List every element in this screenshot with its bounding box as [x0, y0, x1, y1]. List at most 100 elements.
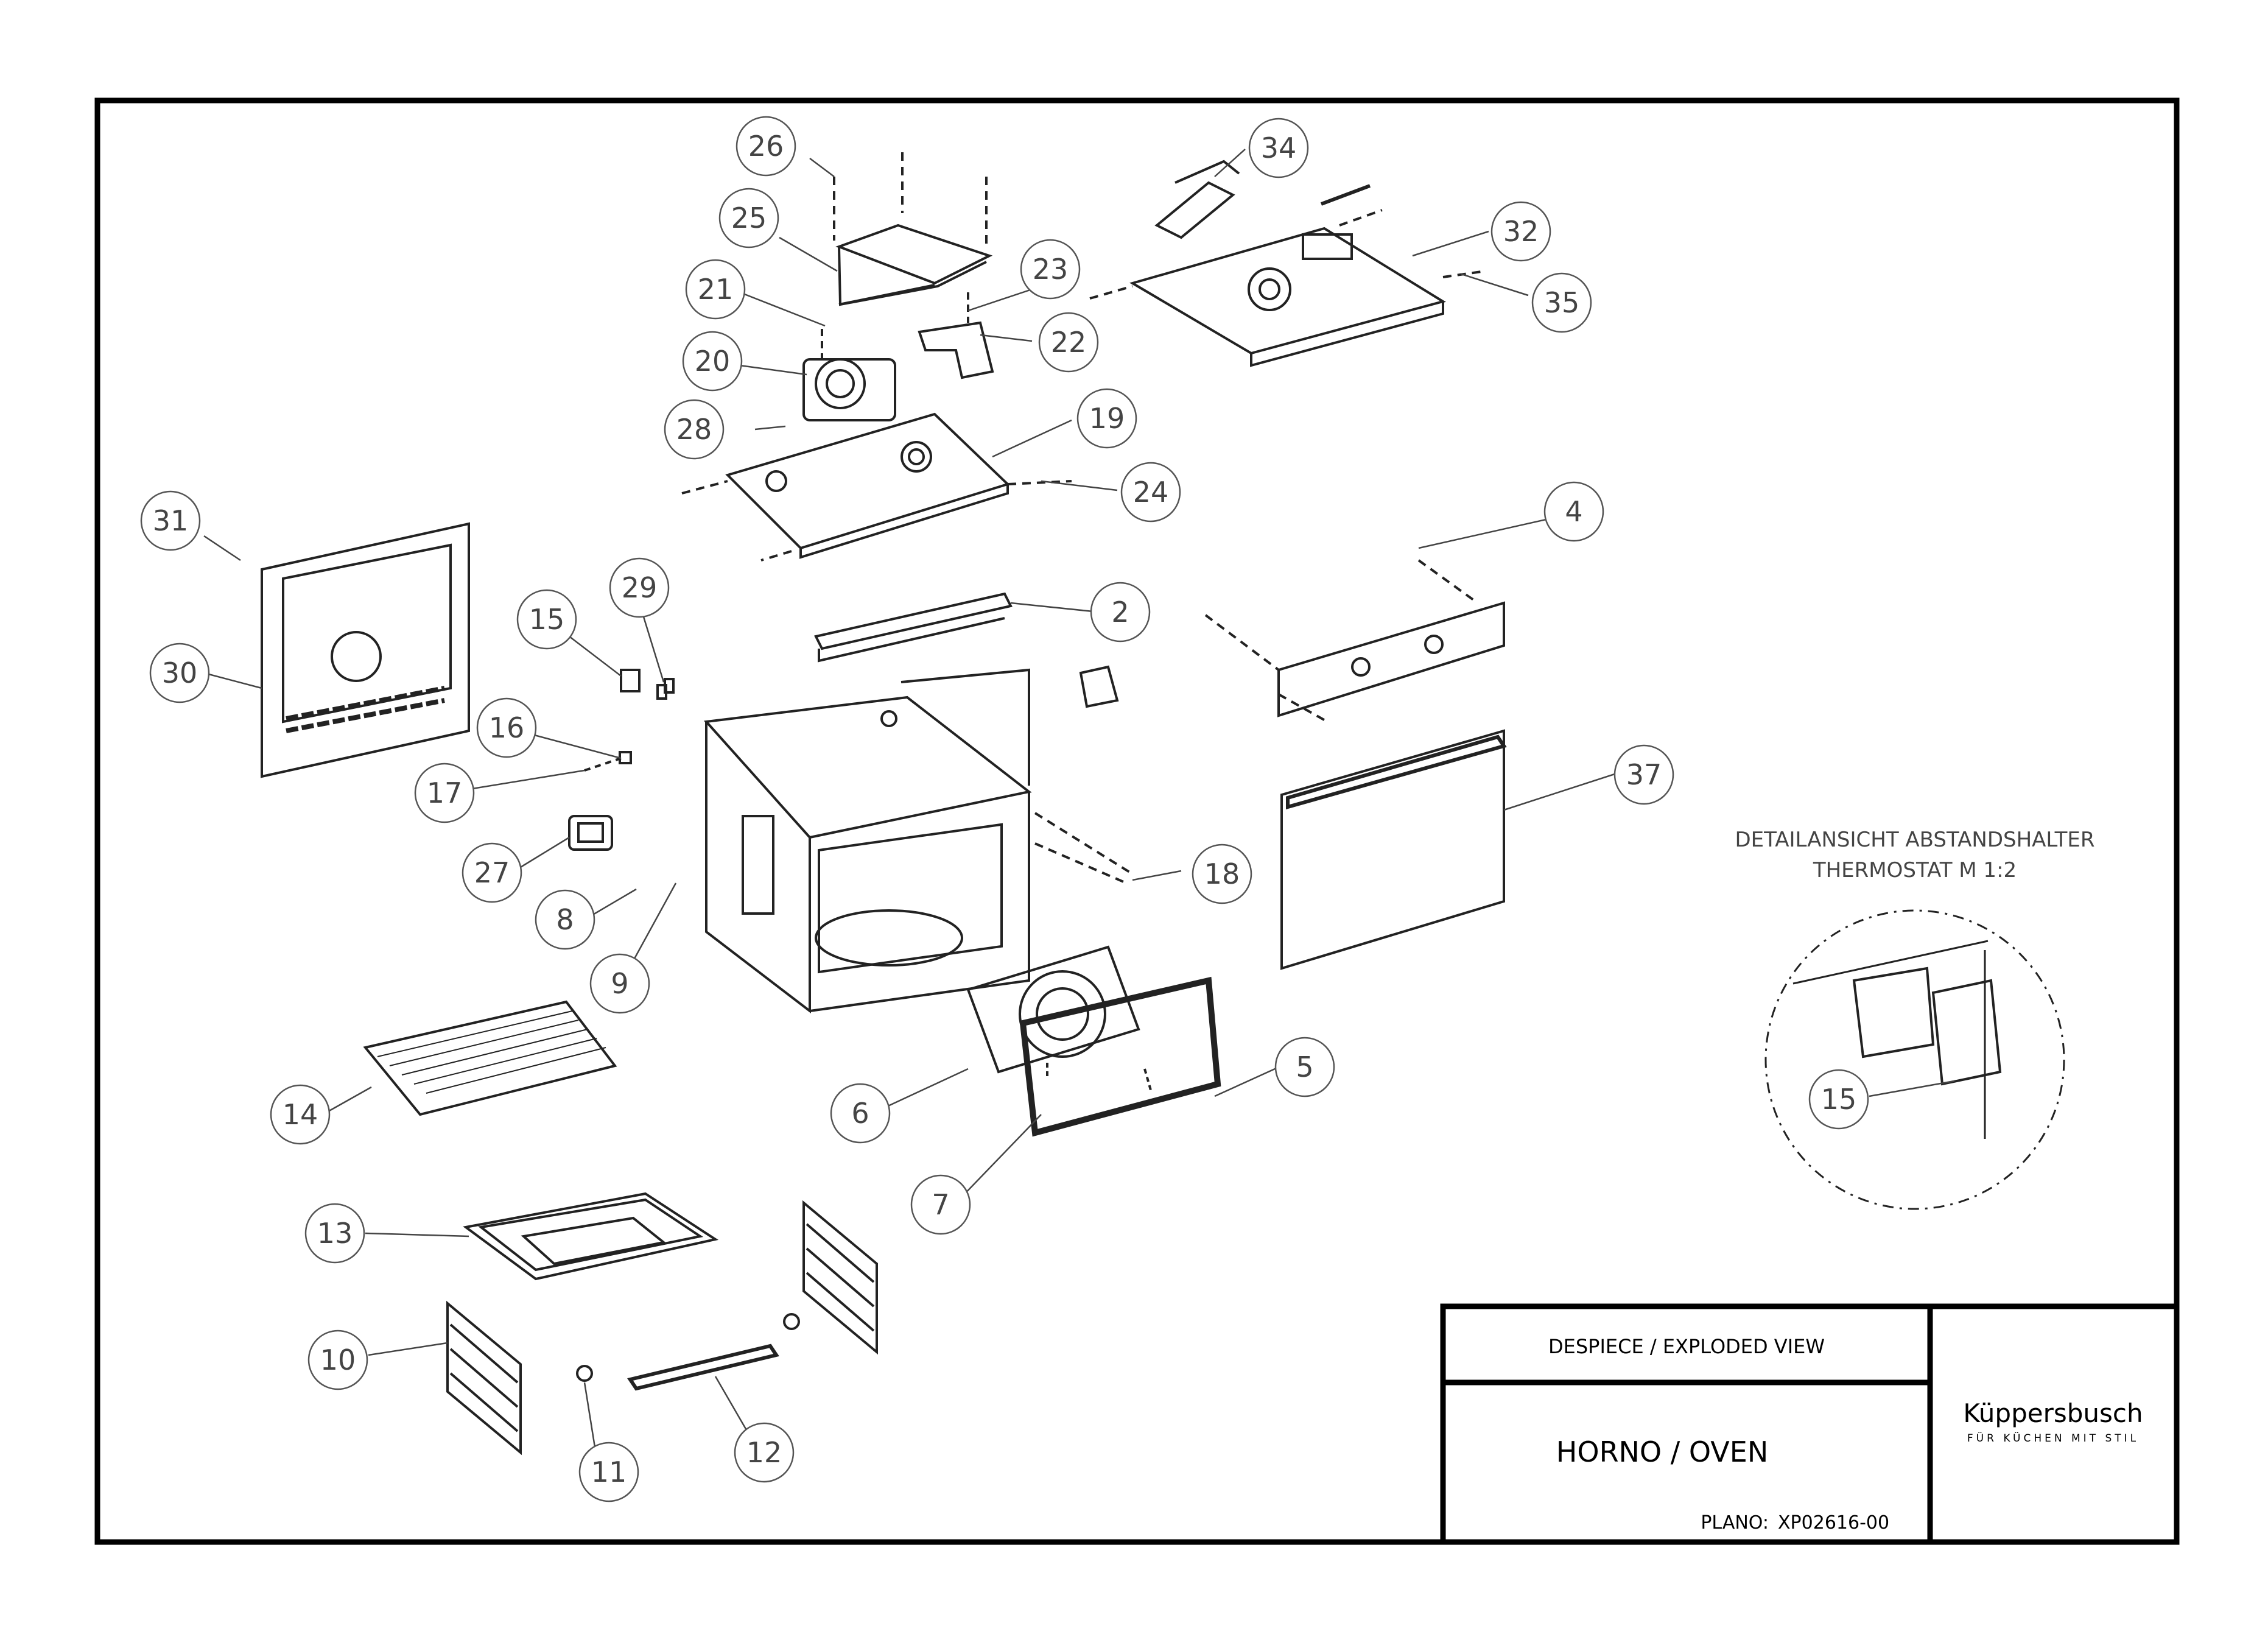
control-panel — [1204, 559, 1505, 723]
balloon-32-label: 32 — [1503, 215, 1539, 248]
balloon-8: 8 — [535, 889, 595, 950]
detail-view-circle — [1764, 909, 2065, 1210]
balloon-37-label: 37 — [1626, 758, 1662, 791]
balloon-17-label: 17 — [427, 777, 463, 809]
part-12-bottom-trim — [627, 1343, 779, 1391]
balloon-34: 34 — [1248, 118, 1309, 178]
balloon-11: 11 — [578, 1442, 639, 1502]
title-block-plano-number: XP02616-00 — [1778, 1512, 1889, 1534]
balloon-17: 17 — [414, 762, 475, 823]
part-bracket-small — [1079, 665, 1119, 708]
drawing-frame — [94, 97, 2180, 1545]
title-block-plano-label: PLANO: — [1701, 1512, 1769, 1534]
part-34-heating-element — [1154, 160, 1371, 239]
balloon-18-label: 18 — [1204, 857, 1240, 890]
balloon-35-label: 35 — [1544, 286, 1580, 319]
balloon-15-label: 15 — [529, 603, 565, 636]
balloon-11-label: 11 — [591, 1456, 627, 1488]
parts-artwork — [261, 152, 2065, 1456]
balloon-21: 21 — [685, 259, 746, 320]
balloon-18: 18 — [1192, 843, 1252, 904]
balloon-5: 5 — [1274, 1037, 1335, 1097]
balloon-26-label: 26 — [748, 130, 784, 163]
balloon-30: 30 — [149, 643, 210, 703]
part-2-rail — [814, 592, 1013, 663]
balloon-29: 29 — [609, 557, 670, 618]
part-20-fan-motor — [802, 329, 896, 421]
balloon-15: 15 — [516, 589, 577, 650]
oven-cavity — [703, 668, 1032, 1014]
part-15-clip — [620, 669, 641, 692]
title-block: DESPIECE / EXPLODED VIEW HORNO / OVEN PL… — [1440, 1303, 2180, 1545]
balloon-19-label: 19 — [1089, 402, 1125, 435]
balloon-5-label: 5 — [1296, 1051, 1313, 1083]
balloon-26: 26 — [736, 116, 796, 177]
balloon-28: 28 — [664, 399, 725, 460]
balloon-23-label: 23 — [1033, 253, 1069, 286]
balloon-22: 22 — [1038, 312, 1099, 373]
part-11-foot — [576, 1313, 800, 1382]
part-30-back-panel — [261, 522, 470, 778]
balloon-4: 4 — [1543, 481, 1604, 542]
balloon-22-label: 22 — [1051, 326, 1087, 359]
balloon-28-label: 28 — [676, 413, 712, 446]
balloon-7: 7 — [910, 1174, 971, 1235]
part-32-top-panel — [1089, 209, 1486, 367]
balloon-6-label: 6 — [851, 1097, 869, 1130]
balloon-30-label: 30 — [162, 657, 198, 689]
balloon-4-label: 4 — [1565, 495, 1582, 528]
balloon-32: 32 — [1490, 201, 1551, 262]
part-13-baking-tray — [463, 1192, 719, 1281]
part-14-oven-rack — [363, 1000, 617, 1116]
balloon-detail-15: 15 — [1808, 1069, 1869, 1130]
balloon-detail-15-label: 15 — [1821, 1083, 1857, 1116]
balloon-20: 20 — [682, 331, 743, 392]
balloon-10-label: 10 — [320, 1343, 356, 1376]
balloon-31: 31 — [140, 490, 201, 551]
title-block-view-label: DESPIECE / EXPLODED VIEW — [1548, 1335, 1825, 1358]
balloon-37: 37 — [1613, 744, 1674, 805]
brand-logo-wordmark: Küppersbusch — [1963, 1398, 2143, 1428]
part-25-cover-plate — [833, 152, 993, 306]
balloon-2: 2 — [1090, 582, 1151, 643]
balloon-20-label: 20 — [695, 345, 731, 378]
part-29-screws — [656, 678, 675, 700]
balloon-25-label: 25 — [731, 202, 767, 234]
balloon-10: 10 — [307, 1329, 368, 1390]
balloon-8-label: 8 — [556, 903, 574, 936]
part-5-door-gasket — [1019, 976, 1221, 1137]
balloon-29-label: 29 — [622, 571, 658, 604]
balloon-13: 13 — [304, 1203, 365, 1264]
balloon-27-label: 27 — [474, 856, 510, 889]
part-19-mounting-plate — [681, 412, 1072, 562]
leader-lines — [203, 149, 1955, 1459]
detail-caption-line2: THERMOSTAT M 1:2 — [1813, 858, 2017, 882]
detail-caption-line1: DETAILANSICHT ABSTANDSHALTER — [1735, 828, 2094, 852]
balloon-14-label: 14 — [283, 1098, 318, 1131]
balloon-23: 23 — [1020, 239, 1081, 300]
balloon-13-label: 13 — [317, 1217, 353, 1250]
balloon-27: 27 — [462, 842, 522, 903]
balloon-16: 16 — [476, 697, 537, 758]
part-side-rails-right — [802, 1200, 878, 1355]
part-22-bracket — [918, 292, 994, 379]
title-block-product: HORNO / OVEN — [1556, 1435, 1768, 1468]
part-6-fan-cover — [966, 945, 1140, 1074]
balloon-35: 35 — [1531, 272, 1592, 333]
balloon-24: 24 — [1120, 462, 1181, 523]
brand-logo-tagline: FÜR KÜCHEN MIT STIL — [1967, 1431, 2139, 1445]
balloon-12: 12 — [734, 1422, 795, 1483]
balloon-31-label: 31 — [153, 504, 189, 537]
balloon-9: 9 — [589, 953, 650, 1014]
balloon-6: 6 — [830, 1083, 891, 1144]
balloon-24-label: 24 — [1133, 476, 1169, 509]
balloon-9-label: 9 — [611, 967, 628, 1000]
part-37-door — [1280, 729, 1507, 970]
balloon-21-label: 21 — [698, 273, 734, 306]
part-27-lamp-housing — [568, 815, 613, 851]
balloon-12-label: 12 — [746, 1436, 782, 1469]
balloon-7-label: 7 — [932, 1188, 949, 1221]
balloon-19: 19 — [1076, 388, 1137, 449]
part-balloons: 26 25 21 20 28 23 22 19 24 34 32 35 31 3… — [140, 116, 1869, 1502]
